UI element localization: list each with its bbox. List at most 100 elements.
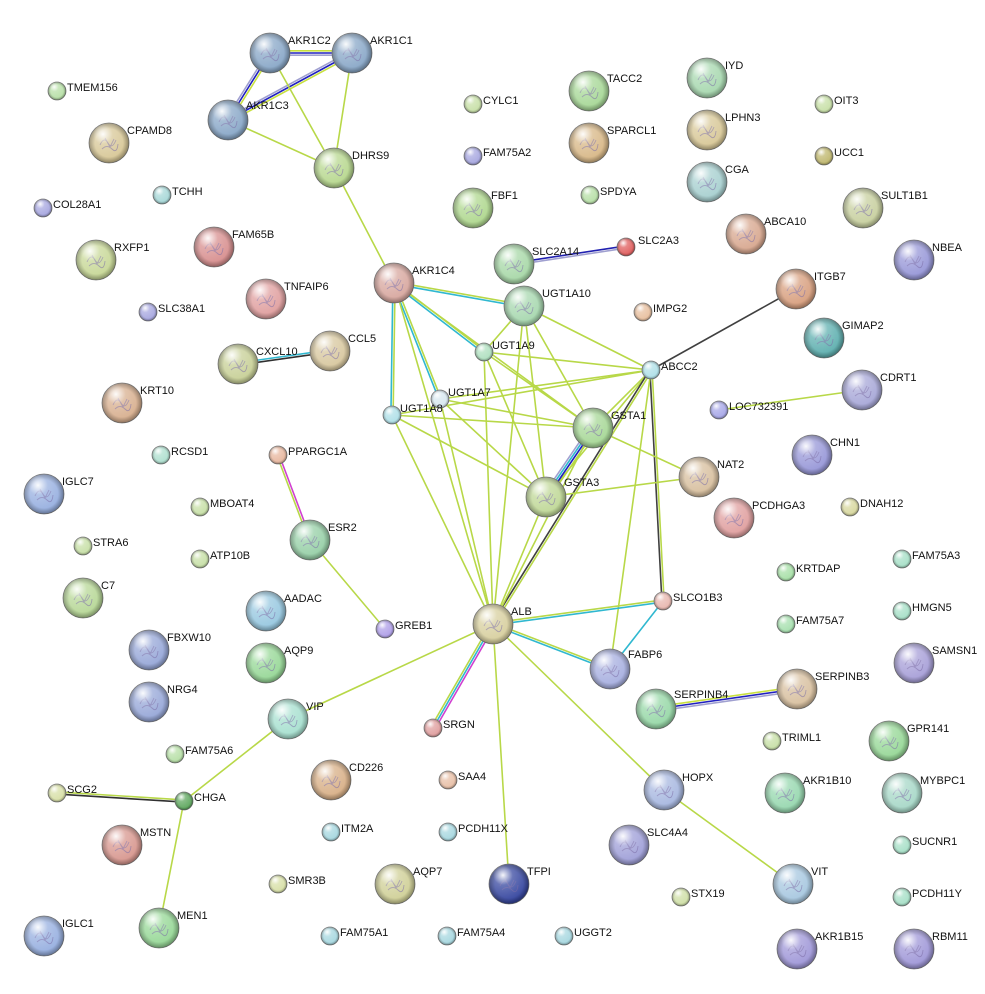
node-akr1c3[interactable]: AKR1C3 xyxy=(207,99,289,141)
node-abca10[interactable]: ABCA10 xyxy=(725,213,806,255)
node-rcsd1[interactable]: RCSD1 xyxy=(151,445,208,465)
node-impg2[interactable]: IMPG2 xyxy=(633,302,687,322)
node-oit3[interactable]: OIT3 xyxy=(814,94,858,114)
node-ugt1a7[interactable]: UGT1A7 xyxy=(430,387,491,409)
node-fbf1[interactable]: FBF1 xyxy=(452,187,518,229)
node-itgb7[interactable]: ITGB7 xyxy=(775,268,846,310)
node-krt10[interactable]: KRT10 xyxy=(101,382,174,424)
node-fam75a1[interactable]: FAM75A1 xyxy=(320,926,388,946)
node-fam75a6[interactable]: FAM75A6 xyxy=(165,744,233,764)
node-loc732391[interactable]: LOC732391 xyxy=(709,400,788,420)
node-aadac[interactable]: AADAC xyxy=(245,590,322,632)
node-dhrs9[interactable]: DHRS9 xyxy=(313,147,389,189)
node-akr1c2[interactable]: AKR1C2 xyxy=(249,32,331,74)
node-mybpc1[interactable]: MYBPC1 xyxy=(881,772,965,814)
node-fam75a3[interactable]: FAM75A3 xyxy=(892,549,960,569)
node-ppargc1a[interactable]: PPARGC1A xyxy=(268,445,348,465)
node-saa4[interactable]: SAA4 xyxy=(438,770,486,790)
node-fbxw10[interactable]: FBXW10 xyxy=(128,629,211,671)
node-krtdap[interactable]: KRTDAP xyxy=(776,562,840,582)
node-cd226[interactable]: CD226 xyxy=(310,759,383,801)
node-sparcl1[interactable]: SPARCL1 xyxy=(568,122,656,164)
node-gsta3[interactable]: GSTA3 xyxy=(525,476,599,518)
node-aqp9[interactable]: AQP9 xyxy=(245,642,313,684)
node-ugt1a10[interactable]: UGT1A10 xyxy=(503,285,591,327)
node-serpinb3[interactable]: SERPINB3 xyxy=(776,668,869,710)
node-smr3b[interactable]: SMR3B xyxy=(268,874,326,894)
node-serpinb4[interactable]: SERPINB4 xyxy=(635,688,728,730)
node-nbea[interactable]: NBEA xyxy=(893,239,963,281)
node-nrg4[interactable]: NRG4 xyxy=(128,681,198,723)
node-tmem156[interactable]: TMEM156 xyxy=(47,81,118,101)
node-pcdhga3[interactable]: PCDHGA3 xyxy=(713,497,805,539)
node-sult1b1[interactable]: SULT1B1 xyxy=(842,187,928,229)
node-tacc2[interactable]: TACC2 xyxy=(568,70,642,112)
node-slc4a4[interactable]: SLC4A4 xyxy=(608,824,688,866)
node-iglc1[interactable]: IGLC1 xyxy=(23,915,94,957)
node-pcdh11y[interactable]: PCDH11Y xyxy=(892,887,963,907)
node-gpr141[interactable]: GPR141 xyxy=(868,720,949,762)
node-slc2a14[interactable]: SLC2A14 xyxy=(493,243,579,285)
node-akr1c4[interactable]: AKR1C4 xyxy=(373,262,455,304)
node-fam65b[interactable]: FAM65B xyxy=(193,226,274,268)
node-fam75a7[interactable]: FAM75A7 xyxy=(776,614,844,634)
node-slco1b3[interactable]: SLCO1B3 xyxy=(653,591,723,611)
node-scg2[interactable]: SCG2 xyxy=(47,783,97,803)
node-atp10b[interactable]: ATP10B xyxy=(190,549,250,569)
node-pcdh11x[interactable]: PCDH11X xyxy=(438,822,509,842)
node-ucc1[interactable]: UCC1 xyxy=(814,146,864,166)
node-col28a1[interactable]: COL28A1 xyxy=(33,198,101,218)
node-samsn1[interactable]: SAMSN1 xyxy=(893,642,977,684)
node-tfpi[interactable]: TFPI xyxy=(488,863,551,905)
node-triml1[interactable]: TRIML1 xyxy=(762,731,821,751)
node-ccl5[interactable]: CCL5 xyxy=(309,330,376,372)
node-tchh[interactable]: TCHH xyxy=(152,185,203,205)
node-cdrt1[interactable]: CDRT1 xyxy=(841,369,916,411)
node-itm2a[interactable]: ITM2A xyxy=(321,822,374,842)
node-cpamd8[interactable]: CPAMD8 xyxy=(88,122,172,164)
node-hmgn5[interactable]: HMGN5 xyxy=(892,601,952,621)
node-srgn[interactable]: SRGN xyxy=(423,718,475,738)
node-stx19[interactable]: STX19 xyxy=(671,887,725,907)
node-spdya[interactable]: SPDYA xyxy=(580,185,637,205)
node-iyd[interactable]: IYD xyxy=(686,57,743,99)
node-stra6[interactable]: STRA6 xyxy=(73,536,128,556)
node-gsta1[interactable]: GSTA1 xyxy=(572,407,646,449)
node-aqp7[interactable]: AQP7 xyxy=(374,863,442,905)
node-fam75a2[interactable]: FAM75A2 xyxy=(463,146,531,166)
node-greb1[interactable]: GREB1 xyxy=(375,619,432,639)
node-ugt1a8[interactable]: UGT1A8 xyxy=(382,403,443,425)
node-akr1b10[interactable]: AKR1B10 xyxy=(764,772,851,814)
node-slc2a3[interactable]: SLC2A3 xyxy=(616,235,679,257)
node-dnah12[interactable]: DNAH12 xyxy=(840,497,903,517)
node-akr1c1[interactable]: AKR1C1 xyxy=(331,32,413,74)
node-c7[interactable]: C7 xyxy=(62,577,115,619)
node-hopx[interactable]: HOPX xyxy=(643,769,714,811)
node-alb[interactable]: ALB xyxy=(472,603,532,645)
node-rxfp1[interactable]: RXFP1 xyxy=(75,239,149,281)
node-cylc1[interactable]: CYLC1 xyxy=(463,94,518,114)
node-iglc7[interactable]: IGLC7 xyxy=(23,473,94,515)
node-men1[interactable]: MEN1 xyxy=(138,907,208,949)
node-mstn[interactable]: MSTN xyxy=(101,824,171,866)
node-esr2[interactable]: ESR2 xyxy=(289,519,357,561)
node-akr1b15[interactable]: AKR1B15 xyxy=(776,928,863,970)
node-chn1[interactable]: CHN1 xyxy=(791,434,860,476)
node-chga[interactable]: CHGA xyxy=(174,791,226,811)
node-sucnr1[interactable]: SUCNR1 xyxy=(892,835,957,855)
node-tnfaip6[interactable]: TNFAIP6 xyxy=(245,278,329,320)
node-fam75a4[interactable]: FAM75A4 xyxy=(437,926,505,946)
node-vit[interactable]: VIT xyxy=(772,863,828,905)
node-cxcl10[interactable]: CXCL10 xyxy=(217,343,298,385)
node-mboat4[interactable]: MBOAT4 xyxy=(190,497,254,517)
node-cga[interactable]: CGA xyxy=(686,161,750,203)
node-rbm11[interactable]: RBM11 xyxy=(893,928,968,970)
node-uggt2[interactable]: UGGT2 xyxy=(554,926,612,946)
node-lphn3[interactable]: LPHN3 xyxy=(686,109,760,151)
node-nat2[interactable]: NAT2 xyxy=(678,456,744,498)
node-gimap2[interactable]: GIMAP2 xyxy=(803,317,884,359)
node-slc38a1[interactable]: SLC38A1 xyxy=(138,302,205,322)
node-vip[interactable]: VIP xyxy=(267,698,324,740)
node-fabp6[interactable]: FABP6 xyxy=(589,648,662,690)
node-ugt1a9[interactable]: UGT1A9 xyxy=(474,340,535,362)
